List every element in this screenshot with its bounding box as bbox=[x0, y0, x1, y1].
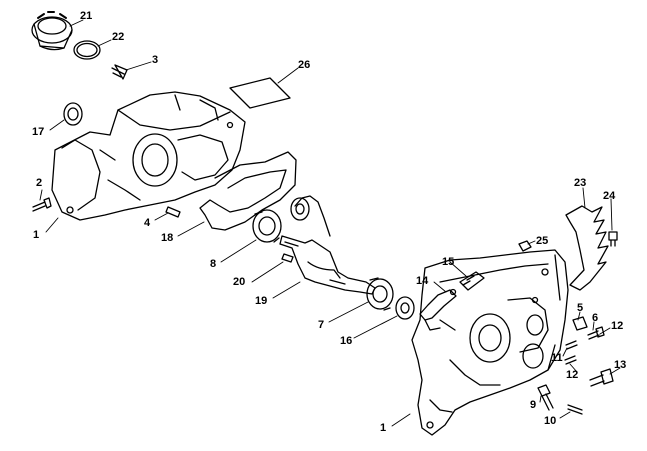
callout-18: 18 bbox=[161, 232, 173, 244]
callout-17: 17 bbox=[32, 126, 44, 138]
callout-labels: 21 22 3 26 17 2 1 4 18 8 20 19 7 16 14 1… bbox=[32, 10, 626, 434]
gasket-icon bbox=[199, 151, 297, 231]
valve-icon bbox=[459, 271, 485, 291]
callout-26: 26 bbox=[298, 59, 310, 71]
callout-7: 7 bbox=[318, 319, 324, 331]
pin-icon bbox=[281, 253, 294, 263]
callout-4: 4 bbox=[144, 217, 151, 229]
callout-16: 16 bbox=[340, 335, 352, 347]
pin-icon bbox=[572, 316, 588, 331]
screw-icon bbox=[32, 197, 52, 212]
callout-12: 12 bbox=[611, 320, 623, 332]
callout-12b: 12 bbox=[566, 369, 578, 381]
oil-seal-icon bbox=[395, 296, 415, 320]
screw-icon bbox=[567, 404, 583, 415]
screw-icon bbox=[608, 231, 618, 247]
callout-22: 22 bbox=[112, 31, 124, 43]
callout-13: 13 bbox=[614, 359, 626, 371]
oil-pump-icon bbox=[419, 288, 457, 331]
screw-icon bbox=[537, 384, 554, 411]
callout-24: 24 bbox=[603, 190, 616, 202]
callout-1-right: 1 bbox=[380, 422, 386, 434]
screw-icon bbox=[589, 368, 614, 387]
callout-14: 14 bbox=[416, 275, 429, 287]
callout-15: 15 bbox=[442, 256, 454, 268]
label-icon bbox=[229, 77, 291, 109]
callout-9: 9 bbox=[530, 399, 536, 411]
pin-icon bbox=[165, 206, 181, 218]
bumper-spike-icon bbox=[565, 205, 609, 291]
screw-icon bbox=[565, 340, 578, 350]
callout-6: 6 bbox=[592, 312, 598, 324]
clutch-drum-icon bbox=[31, 11, 73, 51]
ball-bearing-icon bbox=[252, 209, 282, 243]
callout-1-left: 1 bbox=[33, 229, 39, 241]
crankshaft-icon bbox=[279, 195, 376, 295]
o-ring-icon bbox=[73, 40, 101, 60]
screw-icon bbox=[111, 64, 128, 80]
callout-8: 8 bbox=[210, 258, 216, 270]
screw-icon bbox=[564, 355, 577, 365]
oil-seal-icon bbox=[63, 102, 83, 126]
callout-19: 19 bbox=[255, 295, 267, 307]
callout-3: 3 bbox=[152, 54, 158, 66]
crankcase-right-icon bbox=[411, 249, 569, 436]
callout-10: 10 bbox=[544, 415, 556, 427]
ball-bearing-icon bbox=[366, 277, 394, 311]
leader-lines bbox=[39, 19, 621, 427]
callout-2: 2 bbox=[36, 177, 42, 189]
callout-5: 5 bbox=[577, 302, 583, 314]
screw-icon bbox=[587, 326, 605, 340]
callout-23: 23 bbox=[574, 177, 586, 189]
callout-21: 21 bbox=[80, 10, 92, 22]
callout-25: 25 bbox=[536, 235, 548, 247]
crankcase-left-icon bbox=[51, 91, 246, 221]
callout-11: 11 bbox=[551, 352, 563, 364]
plug-icon bbox=[518, 240, 532, 252]
callout-20: 20 bbox=[233, 276, 245, 288]
